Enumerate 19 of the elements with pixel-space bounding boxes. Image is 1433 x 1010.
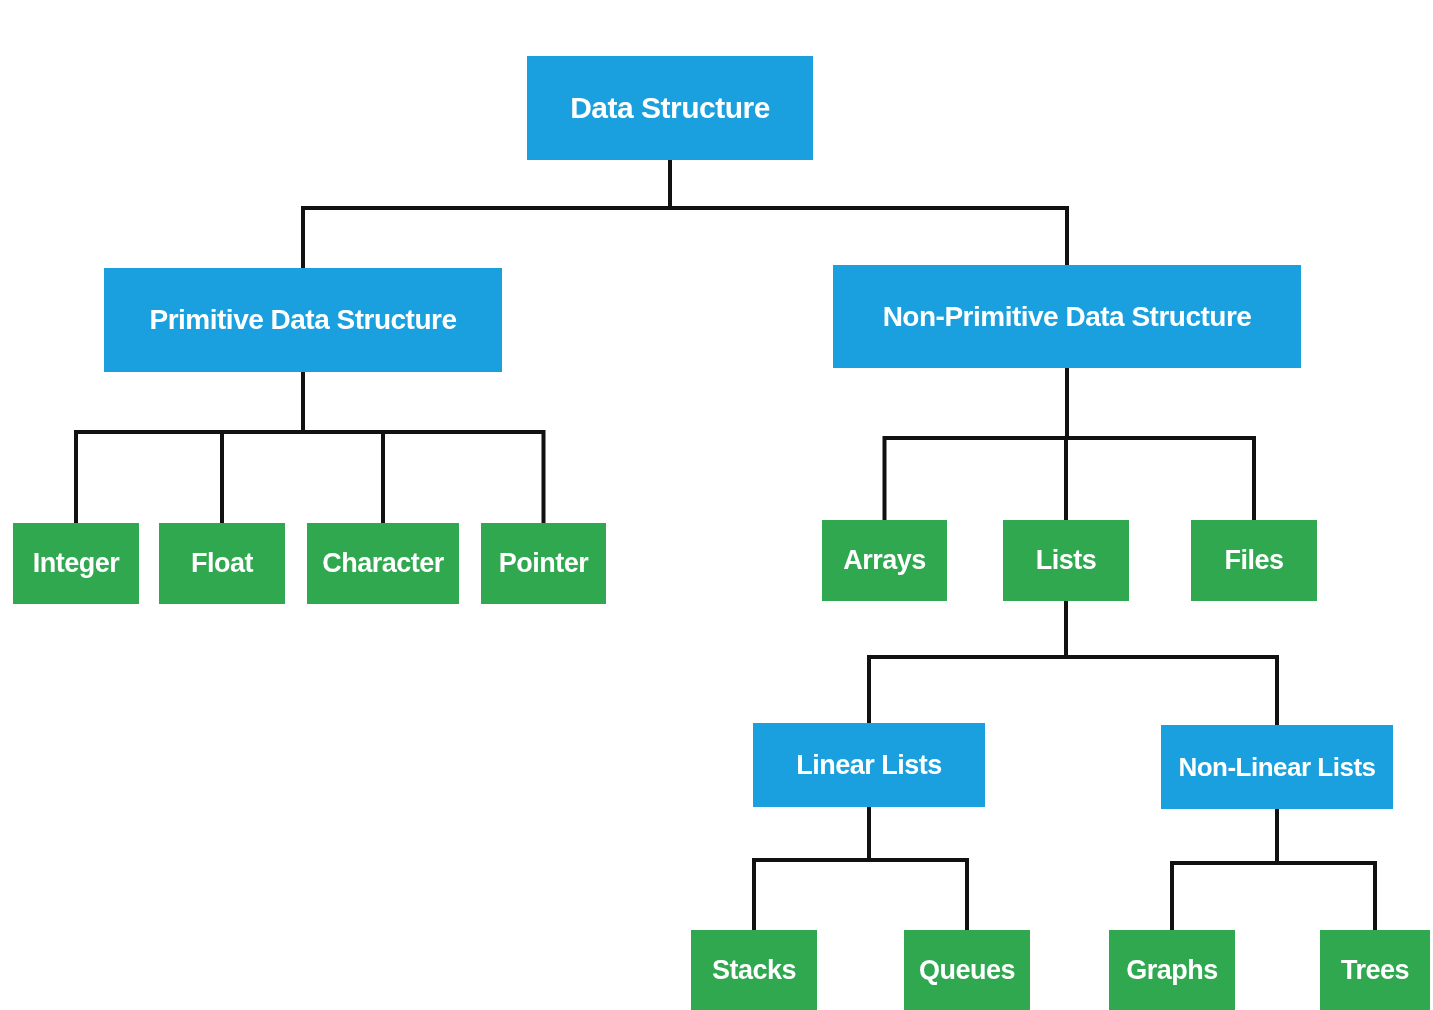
type-box: Files xyxy=(1191,520,1317,601)
type-box: Graphs xyxy=(1109,930,1235,1010)
connector-line xyxy=(668,160,1069,265)
type-box: Arrays xyxy=(822,520,947,601)
category-box: Non-Linear Lists xyxy=(1161,725,1393,809)
category-box: Primitive Data Structure xyxy=(104,268,502,372)
connector-line xyxy=(1275,809,1377,930)
type-box: Float xyxy=(159,523,285,604)
type-box: Stacks xyxy=(691,930,817,1010)
type-box: Pointer xyxy=(481,523,606,604)
type-box: Integer xyxy=(13,523,139,604)
type-box: Lists xyxy=(1003,520,1129,601)
type-box: Character xyxy=(307,523,459,604)
type-box: Queues xyxy=(904,930,1030,1010)
category-box: Data Structure xyxy=(527,56,813,160)
type-box: Trees xyxy=(1320,930,1430,1010)
connector-line xyxy=(1064,601,1279,725)
category-box: Linear Lists xyxy=(753,723,985,807)
category-box: Non-Primitive Data Structure xyxy=(833,265,1301,368)
